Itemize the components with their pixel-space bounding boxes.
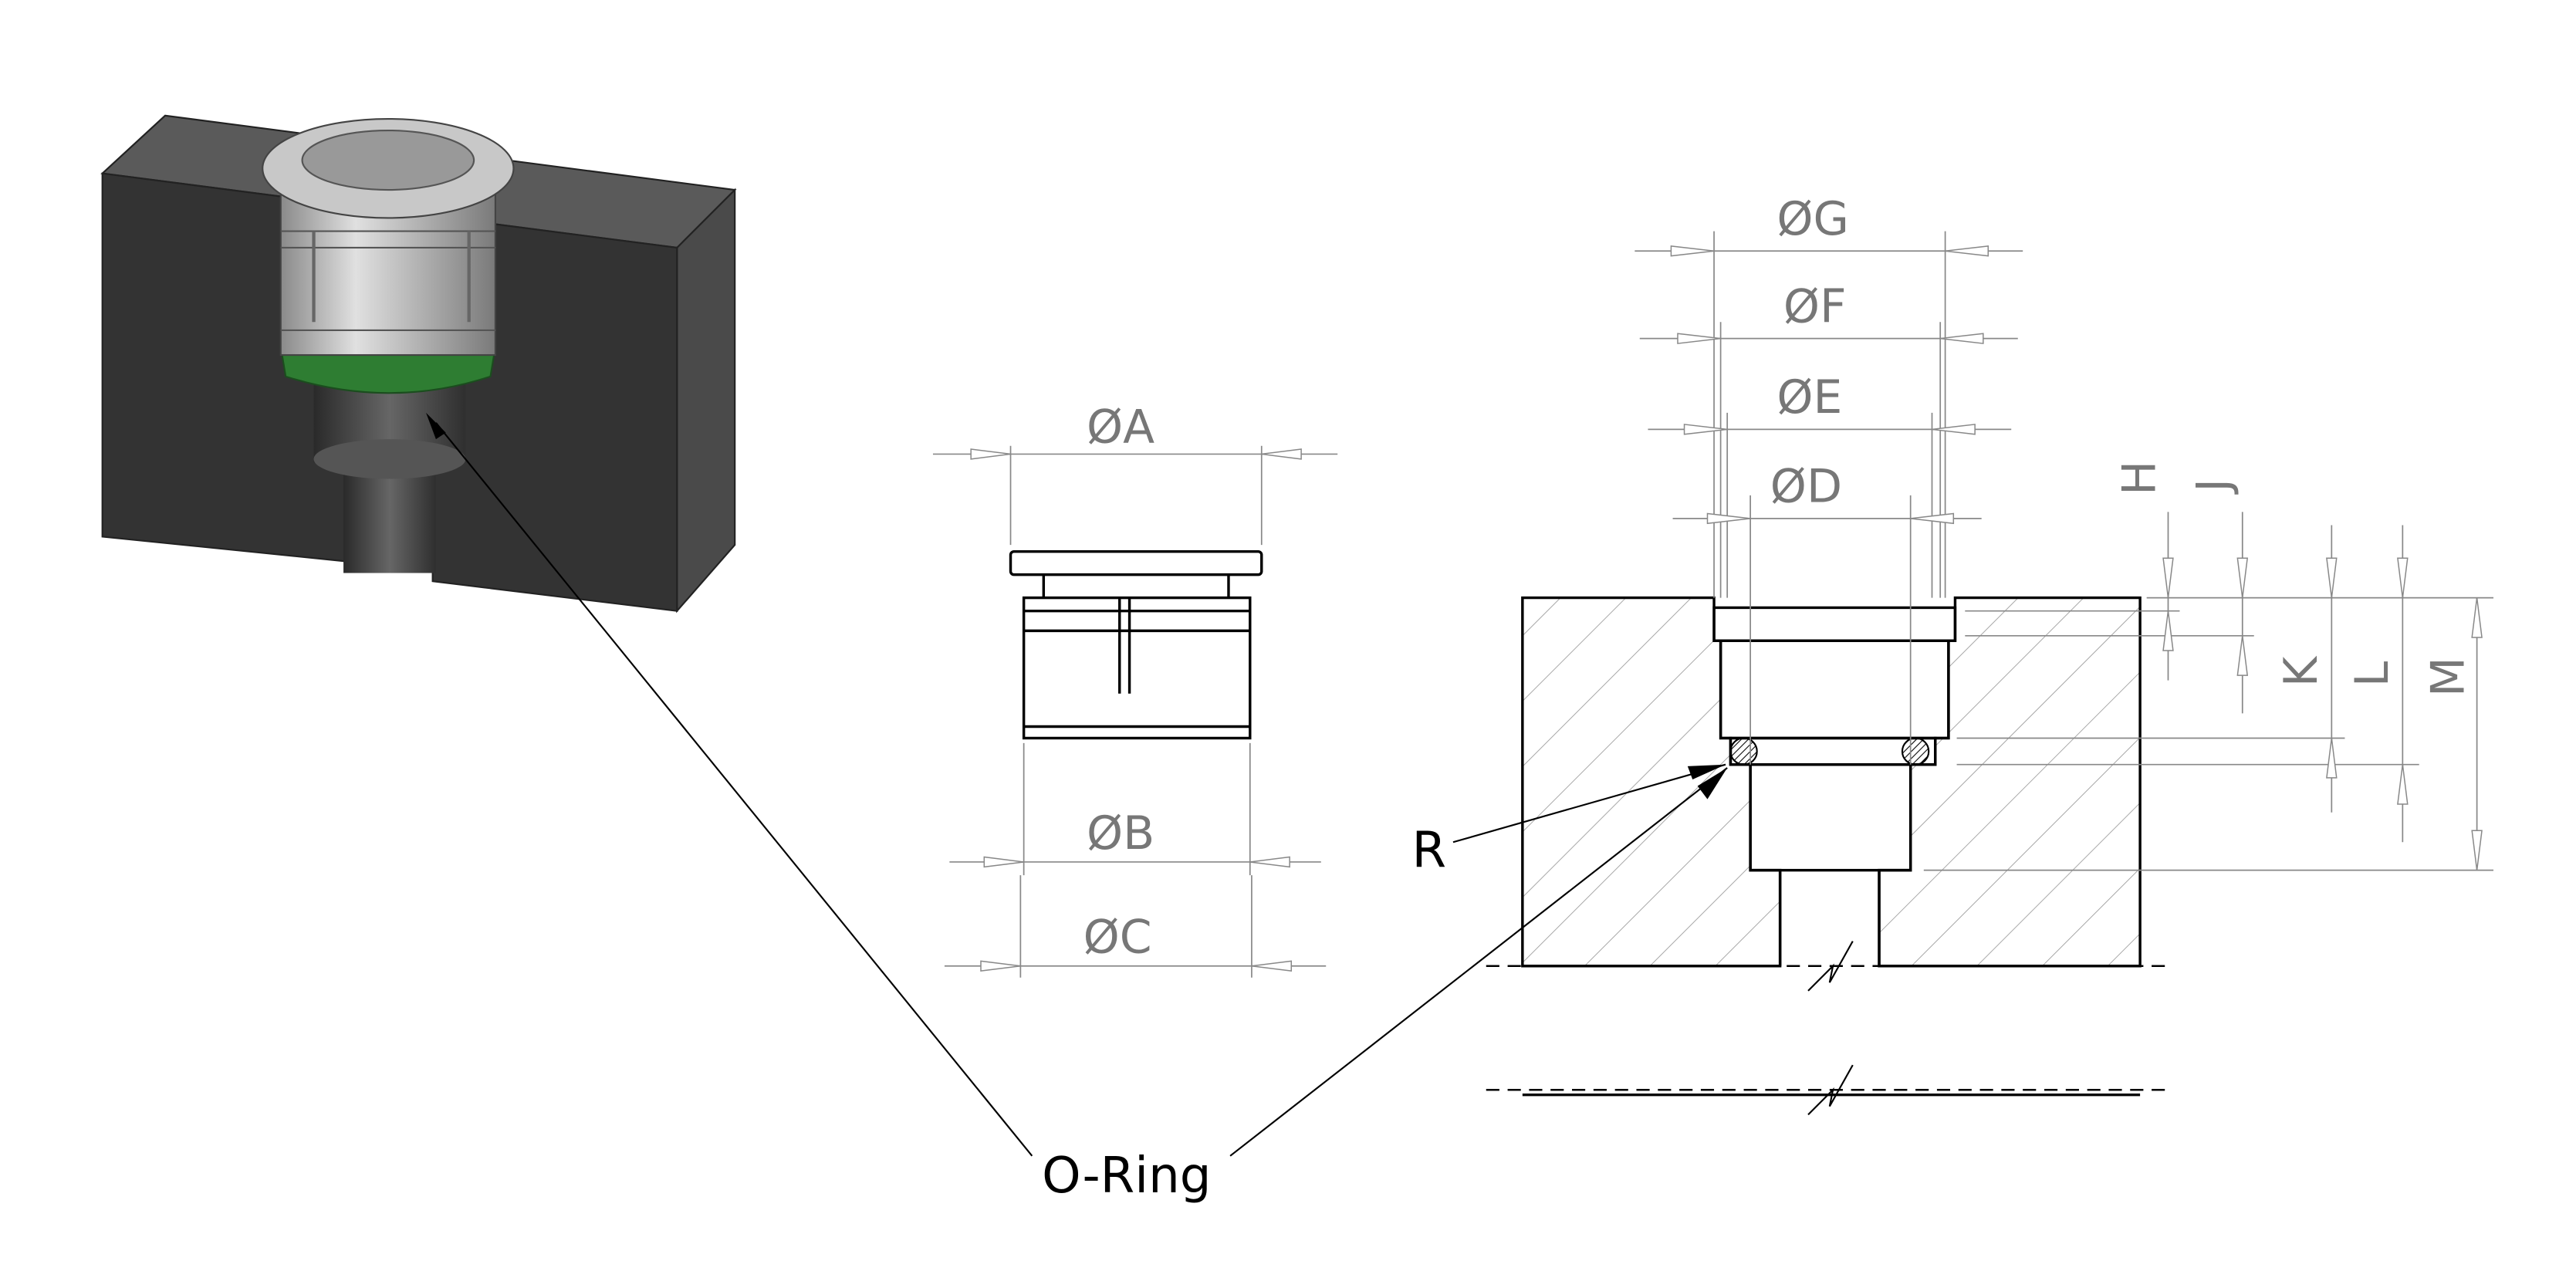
dim-label-a: ØA [1087, 400, 1154, 454]
o-ring-label: O-Ring [1042, 1147, 1211, 1205]
isometric-view [100, 114, 737, 614]
dim-label-c: ØC [1083, 911, 1152, 965]
dim-label-h: H [2112, 461, 2166, 495]
o-ring-callout: O-Ring [426, 412, 1728, 1205]
section-view: ØG ØF ØE ØD H J [1411, 192, 2494, 1116]
dim-label-m: M [2421, 657, 2475, 697]
part-view: ØA ØB ØC [932, 400, 1338, 978]
dim-label-e: ØE [1776, 370, 1842, 424]
dim-label-k: K [2274, 655, 2328, 687]
radius-arrow [1687, 764, 1726, 779]
radius-label: R [1411, 821, 1446, 879]
depth-dimensions: H J K L M [1923, 461, 2494, 871]
dim-label-l: L [2345, 661, 2399, 687]
diameter-dimensions: ØG ØF ØE ØD [1635, 192, 2023, 765]
block-side-face [676, 188, 736, 614]
dim-label-d: ØD [1770, 459, 1842, 513]
dim-label-f: ØF [1783, 279, 1847, 333]
o-ring-section-left [1729, 737, 1758, 766]
hatched-block [1521, 596, 2142, 968]
o-ring-section-right [1901, 737, 1930, 766]
bore-step [313, 439, 466, 479]
dim-label-j: J [2187, 478, 2241, 495]
dim-label-b: ØB [1087, 806, 1154, 860]
fitting-opening [301, 129, 475, 191]
o-ring-3d [279, 346, 497, 394]
dim-label-g: ØG [1776, 192, 1849, 246]
